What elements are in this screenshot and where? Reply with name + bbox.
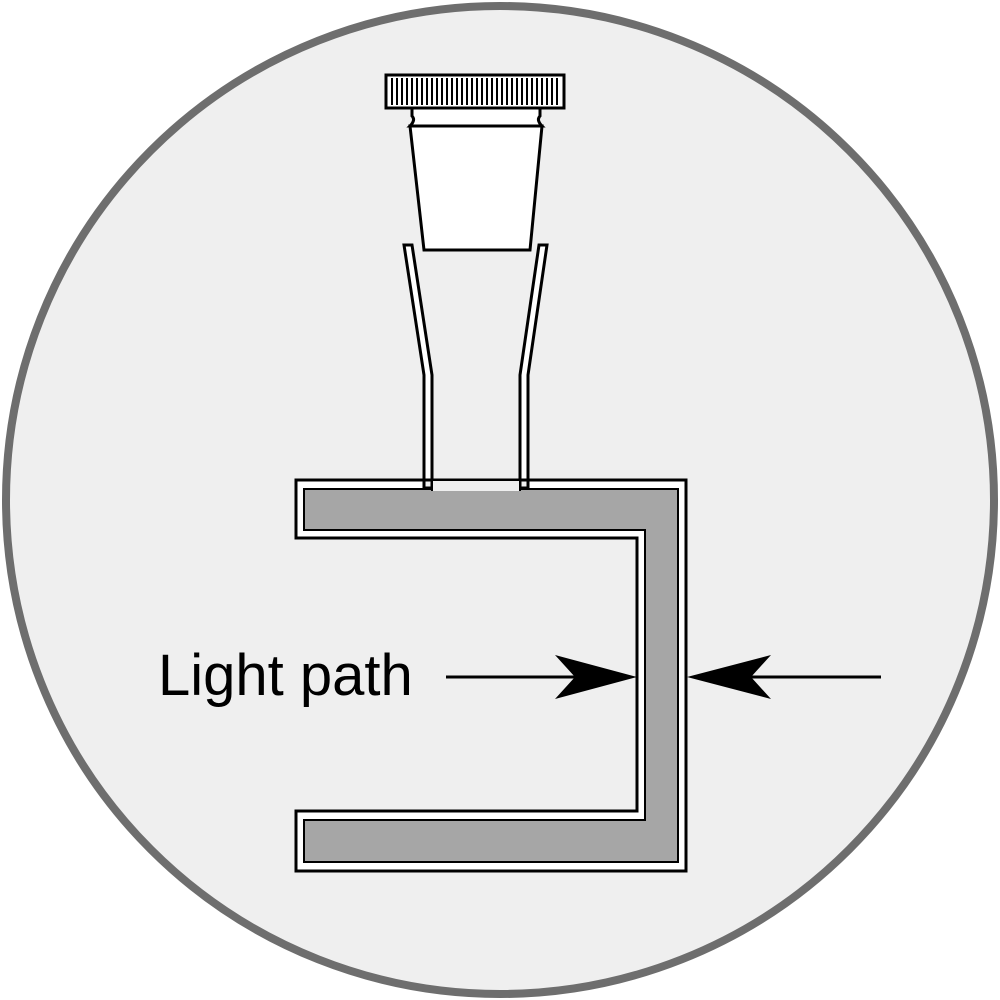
stopper-icon (384, 73, 566, 252)
right-arrow-head-icon (687, 655, 771, 699)
stopper-plug (408, 124, 544, 252)
left-arrow-head-icon (555, 655, 637, 699)
stopper-knurl (391, 78, 558, 105)
stopper-cap (384, 73, 566, 110)
cuvette-glass-wall (303, 488, 679, 863)
neck-opening (432, 481, 520, 491)
cuvette-icon (294, 478, 688, 873)
right-arrow (687, 655, 881, 699)
left-arrow (446, 655, 637, 699)
light-path-label: Light path (158, 643, 413, 708)
stopper-collar (406, 106, 546, 128)
